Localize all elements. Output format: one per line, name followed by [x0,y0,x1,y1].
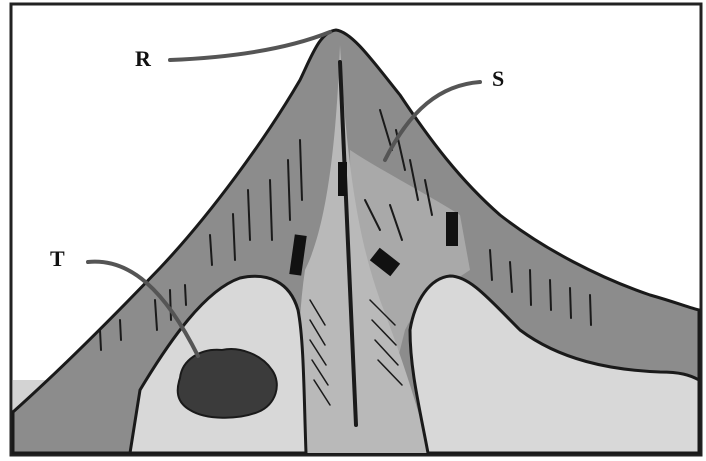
label-r: R [135,46,152,71]
dike-block [446,212,458,246]
label-s: S [492,66,504,91]
label-t: T [50,246,65,271]
dike-block [338,162,347,196]
magma-chamber [178,349,277,418]
